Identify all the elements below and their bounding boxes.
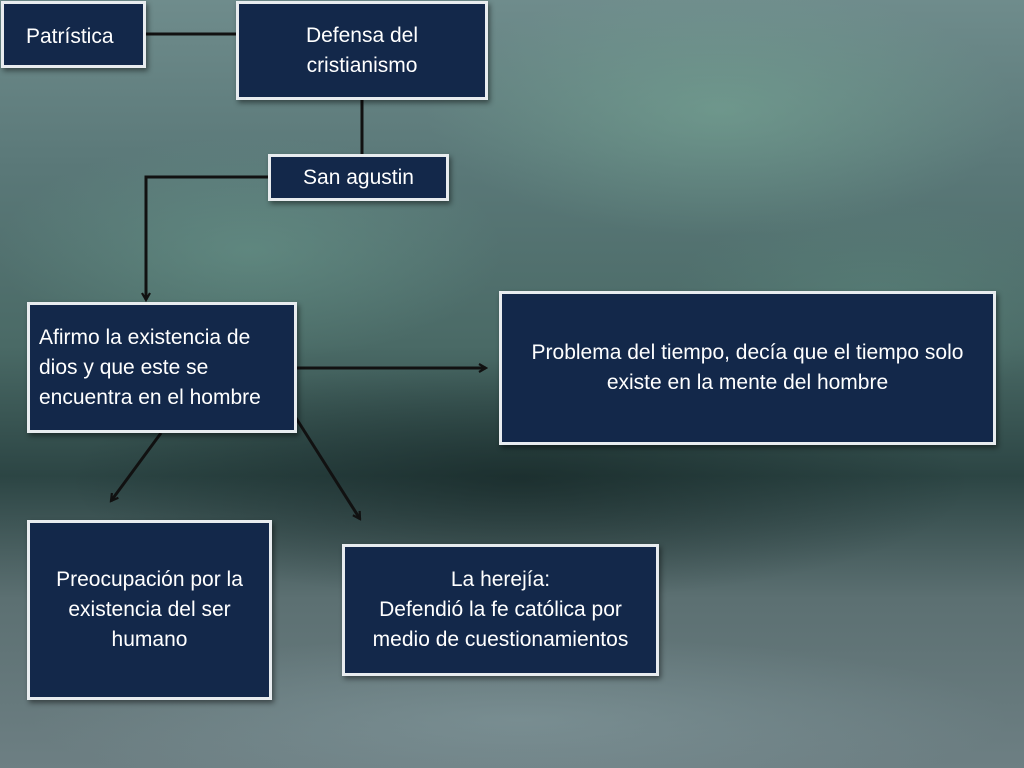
connector-afirmo-herejia — [294, 417, 362, 519]
node-patristica-label: Patrística — [26, 25, 114, 48]
node-afirmo: Afirmo la existencia de dios y que este … — [27, 302, 297, 433]
connector-san-agustin-afirmo — [146, 175, 270, 300]
connector-afirmo-preocupacion — [111, 432, 163, 501]
node-problema: Problema del tiempo, decía que el tiempo… — [499, 291, 996, 445]
node-defensa-label: Defensa del cristianismo — [305, 23, 419, 77]
node-patristica: Patrística — [1, 1, 146, 68]
node-problema-label: Problema del tiempo, decía que el tiempo… — [531, 341, 964, 394]
node-herejia-title: La herejía: — [450, 568, 551, 591]
node-afirmo-label: Afirmo la existencia de dios y que este … — [39, 325, 261, 409]
node-herejia: La herejía: Defendió la fe católica por … — [342, 544, 659, 676]
node-preocupacion: Preocupación por la existencia del ser h… — [27, 520, 272, 700]
node-san-agustin: San agustin — [268, 154, 449, 201]
node-defensa: Defensa del cristianismo — [236, 1, 488, 100]
node-san-agustin-label: San agustin — [303, 165, 414, 189]
node-preocupacion-label: Preocupación por la existencia del ser h… — [56, 568, 243, 651]
node-herejia-body: Defendió la fe católica por medio de cue… — [372, 598, 629, 651]
